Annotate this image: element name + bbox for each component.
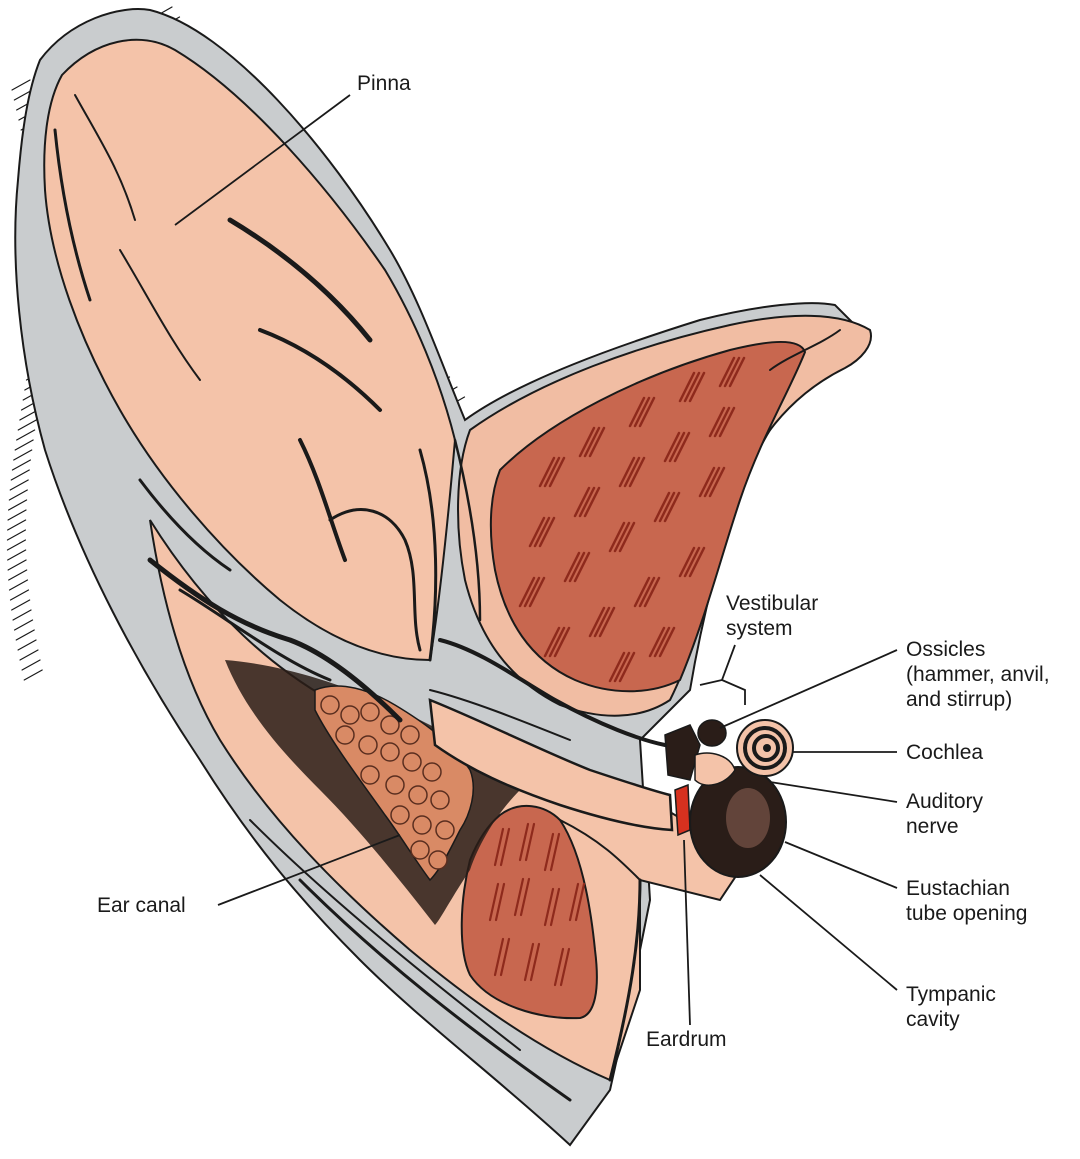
ossicles-leader: [719, 649, 898, 729]
vestibular-leader: [699, 644, 746, 705]
pinna-ink-strokes: [53, 94, 841, 1102]
ear-canal-leader: [217, 834, 401, 906]
ossicles-shape: [664, 719, 736, 786]
eardrum-label: Eardrum: [646, 1028, 727, 1051]
ossicles-label: Ossicles (hammer, anvil, and stirrup): [906, 638, 1050, 711]
tympanic-cavity-label: Tympanic cavity: [906, 983, 996, 1031]
ear-canal-tube: [428, 698, 674, 832]
pinna-leader: [174, 94, 351, 226]
eardrum-membrane: [674, 783, 691, 837]
pinna-label: Pinna: [357, 72, 411, 95]
auditory-nerve-label: Auditory nerve: [906, 790, 984, 838]
cochlea-shape: [736, 719, 794, 777]
ear-canal-label: Ear canal: [97, 894, 186, 917]
tympanic-highlight: [726, 788, 770, 848]
eardrum-leader: [683, 839, 691, 1026]
cochlea-label: Cochlea: [906, 741, 984, 764]
vestibular-system-label: Vestibular system: [726, 592, 819, 640]
upper-muscle: [489, 341, 807, 693]
lower-muscle-hatching: [488, 822, 586, 987]
tympanic-leader: [759, 874, 898, 991]
upper-muscle-hatching: [518, 356, 746, 683]
leader-lines: [174, 94, 898, 1026]
eustachian-leader: [784, 841, 898, 889]
eustachian-tube-label: Eustachian tube opening: [906, 877, 1028, 925]
auditory-leader: [769, 781, 898, 803]
gland-texture: [320, 695, 455, 870]
